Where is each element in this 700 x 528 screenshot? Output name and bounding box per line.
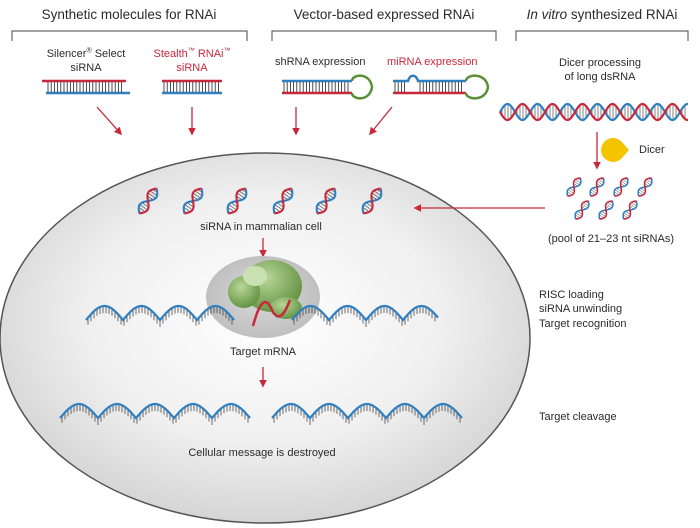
sirna-pool	[566, 177, 653, 220]
label-pool: (pool of 21–23 nt siRNAs)	[548, 233, 674, 245]
label-silencer: Silencer® Select	[46, 47, 126, 60]
label-shrna: shRNA expression	[275, 56, 366, 68]
label-stealth: Stealth™ RNAi™	[153, 47, 231, 60]
label-risc-loading: RISC loading	[539, 289, 604, 301]
header-bracket-invitro	[515, 30, 689, 41]
arrows	[96, 106, 601, 388]
dicer-enzyme	[601, 138, 629, 162]
cleaved-mrna-left	[59, 402, 251, 425]
stealth-sirna-duplex	[162, 79, 222, 95]
arrow-silencer	[96, 106, 123, 136]
long-dsrna-helix	[499, 102, 688, 122]
target-mrna-strand	[85, 304, 439, 327]
label-destroyed: Cellular message is destroyed	[188, 447, 336, 459]
header-bracket-synthetic	[11, 30, 248, 41]
shrna-hairpin	[282, 74, 374, 100]
label-target-mrna: Target mRNA	[229, 346, 297, 358]
label-target-recognition: Target recognition	[539, 318, 627, 330]
label-dicer-processing: Dicer processing	[559, 57, 641, 69]
label-silencer-sirna: siRNA	[70, 62, 102, 74]
risc-complex	[206, 256, 320, 338]
mirna-hairpin	[393, 74, 490, 100]
header-synthetic: Synthetic molecules for RNAi	[41, 7, 217, 22]
sirna-in-cell	[137, 187, 383, 215]
header-vector: Vector-based expressed RNAi	[293, 7, 475, 22]
label-mirna: miRNA expression	[387, 56, 478, 68]
header-invitro: In vitro synthesized RNAi	[526, 7, 678, 22]
label-sirna-unwinding: siRNA unwinding	[539, 303, 623, 315]
cleaved-mrna-right	[271, 402, 463, 425]
header-bracket-vector	[271, 30, 497, 41]
label-sirna-in-cell: siRNA in mammalian cell	[200, 221, 322, 233]
guide-strand	[251, 299, 292, 327]
mammalian-cell	[0, 152, 531, 524]
label-dicer: Dicer	[639, 144, 665, 156]
arrow-mirna	[369, 106, 393, 136]
label-stealth-sirna: siRNA	[176, 62, 208, 74]
silencer-sirna-duplex	[42, 79, 130, 95]
label-target-cleavage: Target cleavage	[539, 411, 617, 423]
label-long-dsrna: of long dsRNA	[564, 71, 636, 83]
